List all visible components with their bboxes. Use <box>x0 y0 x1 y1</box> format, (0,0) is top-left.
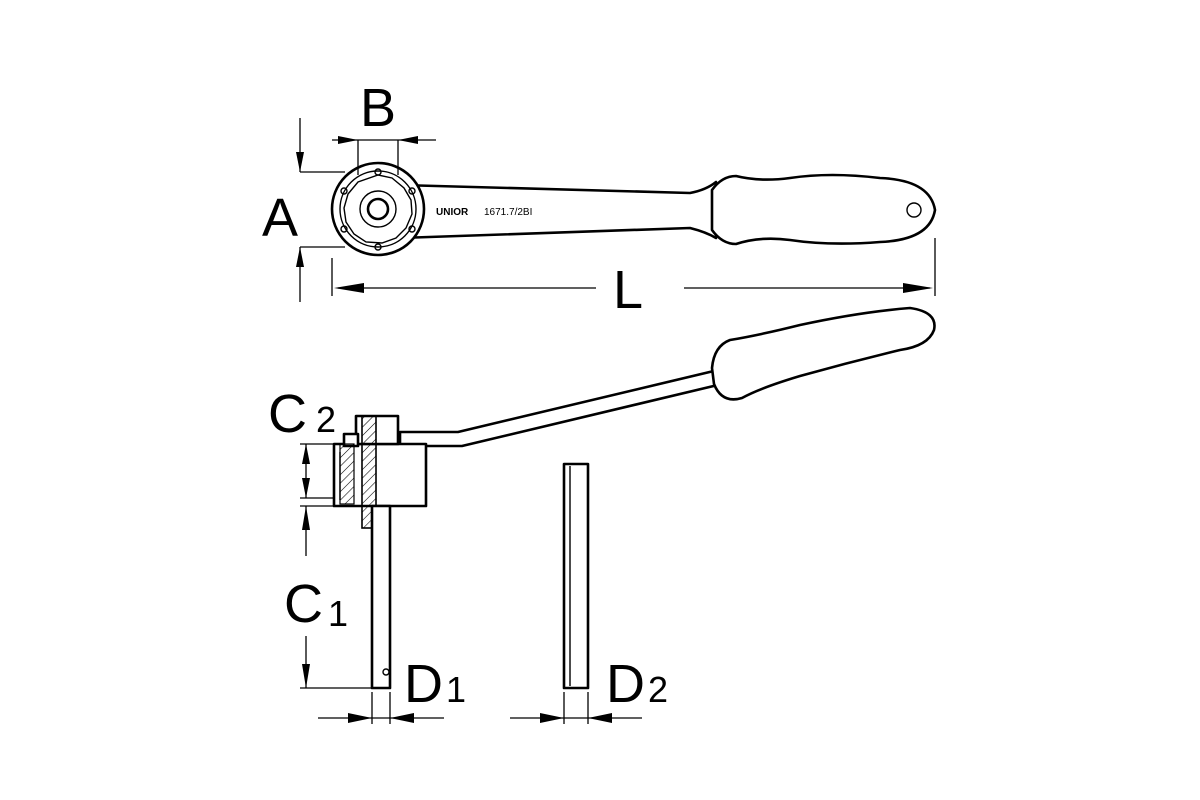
hang-hole <box>906 202 922 218</box>
tool-top-view: UNIOR 1671.7/2BI <box>330 161 937 257</box>
label-c1-index: 1 <box>328 593 348 634</box>
socket-center-hole <box>366 197 390 221</box>
dimension-b: B <box>332 78 436 175</box>
wrench-shaft-side <box>398 368 724 448</box>
label-d2-letter: D <box>606 654 645 714</box>
part-number-text: 1671.7/2BI <box>484 207 532 218</box>
dimension-c2: C 2 <box>268 384 336 499</box>
label-a: A <box>262 188 298 248</box>
brand-logo-text: UNIOR <box>436 207 469 218</box>
dimension-d2: D 2 <box>510 654 668 724</box>
socket-inner-ring <box>359 190 397 228</box>
socket-head-ring <box>339 170 417 248</box>
socket-wall-hatching <box>339 443 355 505</box>
dimension-a: A <box>262 118 345 302</box>
label-d2-index: 2 <box>648 669 668 710</box>
dimension-d1: D 1 <box>318 654 466 724</box>
label-c2-index: 2 <box>316 399 336 440</box>
socket-notched-profile <box>343 174 413 244</box>
label-d1-letter: D <box>404 654 443 714</box>
dimension-c1: C 1 <box>284 505 372 689</box>
tool-side-view <box>332 306 936 690</box>
dimension-l: L <box>331 238 936 320</box>
label-l: L <box>613 260 643 320</box>
handle-grip-side <box>710 306 936 401</box>
pin-hole <box>382 668 390 676</box>
label-c2-letter: C <box>268 384 307 444</box>
socket-notches <box>340 168 416 251</box>
handle-grip-top <box>710 173 937 246</box>
label-d1-index: 1 <box>446 669 466 710</box>
label-c1-letter: C <box>284 574 323 634</box>
pin-d1 <box>370 504 392 690</box>
wrench-shaft-top <box>398 180 718 240</box>
label-b: B <box>360 78 396 138</box>
section-hatching <box>361 415 377 529</box>
pin-d2 <box>562 462 590 690</box>
